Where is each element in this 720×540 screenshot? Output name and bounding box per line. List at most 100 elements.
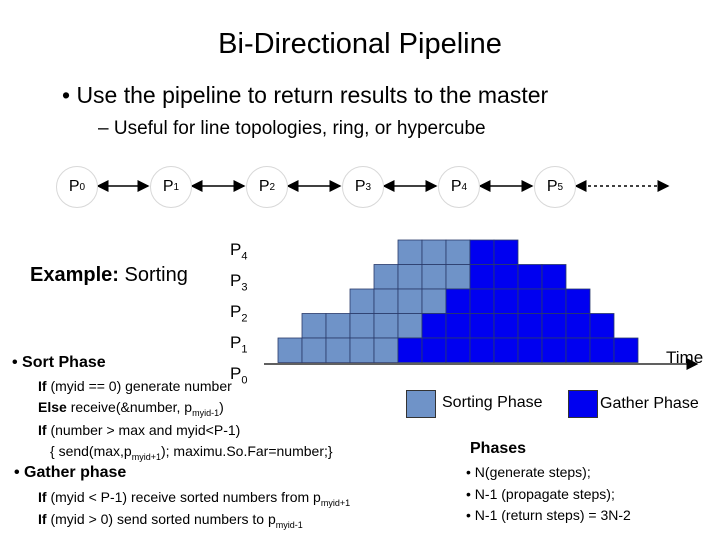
slide-title: Bi-Directional Pipeline	[218, 28, 502, 60]
y-axis-label-subscript: 0	[241, 373, 248, 386]
y-axis-label-subscript: 2	[241, 312, 248, 325]
code-tail: ); maximu.So.Far=number;}	[160, 443, 333, 459]
gather-cell-P0	[565, 337, 591, 363]
gather-cell-P1	[421, 313, 447, 339]
code-line-3: If (number > max and myid<P-1)	[38, 422, 240, 438]
gather-code-line-1: If (myid < P-1) receive sorted numbers f…	[38, 489, 350, 508]
code-tail: )	[219, 399, 224, 415]
sorting-cell-P2	[421, 288, 447, 314]
processor-label: P	[162, 178, 174, 195]
sorting-cell-P4	[397, 239, 423, 265]
gather-cell-P2	[565, 288, 591, 314]
code-subscript: myid+1	[320, 497, 351, 508]
code-text: (myid < P-1) receive sorted numbers from…	[46, 489, 321, 505]
gather-phase-heading: • Gather phase	[14, 464, 127, 481]
sorting-cell-P1	[325, 313, 351, 339]
sorting-cell-P0	[349, 337, 375, 363]
main-bullet: • Use the pipeline to return results to …	[62, 82, 549, 108]
gather-cell-P1	[589, 313, 615, 339]
code-text: receive(&number, p	[66, 399, 193, 415]
gather-cell-P4	[493, 239, 519, 265]
sorting-cell-P3	[421, 264, 447, 290]
code-line-4: { send(max,pmyid+1); maximu.So.Far=numbe…	[50, 443, 333, 462]
processor-label: P	[354, 178, 366, 195]
processor-subscript: 4	[461, 181, 468, 193]
gather-cell-P0	[445, 337, 471, 363]
sorting-cell-P3	[445, 264, 471, 290]
gather-cell-P1	[493, 313, 519, 339]
sorting-cell-P0	[301, 337, 327, 363]
phases-heading: Phases	[470, 440, 527, 457]
gather-cell-P2	[517, 288, 543, 314]
code-text: (myid > 0) send sorted numbers to p	[46, 511, 276, 527]
gather-cell-P3	[517, 264, 543, 290]
gather-cell-P2	[469, 288, 495, 314]
processor-label: P	[450, 178, 462, 195]
sorting-cell-P4	[421, 239, 447, 265]
gather-cell-P2	[445, 288, 471, 314]
phase-item: • N-1 (return steps) = 3N-2	[466, 507, 631, 523]
gather-cell-P1	[517, 313, 543, 339]
processor-label: P	[258, 178, 270, 195]
processor-subscript: 5	[557, 181, 564, 193]
processor-label: P	[68, 178, 80, 195]
keyword: If	[38, 489, 47, 505]
time-axis-label: Time	[666, 348, 704, 367]
legend-gather-swatch	[568, 390, 598, 418]
timing-grid	[277, 239, 639, 363]
code-subscript: myid+1	[131, 451, 161, 462]
example-bold: Example:	[30, 264, 119, 286]
gather-cell-P1	[445, 313, 471, 339]
legend-sorting-swatch	[406, 390, 436, 418]
keyword: If	[38, 378, 47, 394]
gather-cell-P4	[469, 239, 495, 265]
sorting-cell-P1	[397, 313, 423, 339]
code-line-1: If (myid == 0) generate number	[38, 378, 232, 394]
y-axis-label: P0	[230, 362, 247, 393]
gather-cell-P0	[541, 337, 567, 363]
sorting-cell-P1	[349, 313, 375, 339]
gather-cell-P0	[493, 337, 519, 363]
sorting-cell-P2	[349, 288, 375, 314]
sorting-cell-P1	[373, 313, 399, 339]
sorting-cell-P4	[445, 239, 471, 265]
sorting-cell-P0	[277, 337, 303, 363]
code-subscript: myid-1	[192, 407, 220, 418]
y-axis-label-subscript: 1	[241, 343, 248, 356]
processor-subscript: 3	[365, 181, 372, 193]
sorting-cell-P3	[373, 264, 399, 290]
phase-item: • N(generate steps);	[466, 464, 591, 480]
gather-cell-P0	[397, 337, 423, 363]
example-label: Example: Sorting	[30, 264, 188, 287]
processor-subscript: 1	[173, 181, 180, 193]
sorting-cell-P2	[373, 288, 399, 314]
y-axis-label: P3	[230, 269, 247, 300]
sorting-cell-P0	[325, 337, 351, 363]
gather-cell-P3	[541, 264, 567, 290]
legend-gather-label: Gather Phase	[600, 395, 699, 412]
legend-sorting-label: Sorting Phase	[442, 394, 543, 411]
keyword: If	[38, 422, 47, 438]
y-axis-label-subscript: 3	[241, 281, 248, 294]
code-subscript: myid-1	[275, 519, 303, 530]
sorting-cell-P2	[397, 288, 423, 314]
y-axis-label-text: P	[230, 332, 242, 352]
code-line-2: Else receive(&number, pmyid-1)	[38, 399, 224, 418]
gather-cell-P0	[469, 337, 495, 363]
keyword: If	[38, 511, 47, 527]
gather-code-line-2: If (myid > 0) send sorted numbers to pmy…	[38, 511, 303, 530]
y-axis-label: P1	[230, 331, 247, 362]
sort-phase-heading: • Sort Phase	[12, 354, 106, 371]
gather-cell-P2	[493, 288, 519, 314]
gather-cell-P1	[565, 313, 591, 339]
code-text: { send(max,p	[50, 443, 132, 459]
gather-cell-P0	[421, 337, 447, 363]
